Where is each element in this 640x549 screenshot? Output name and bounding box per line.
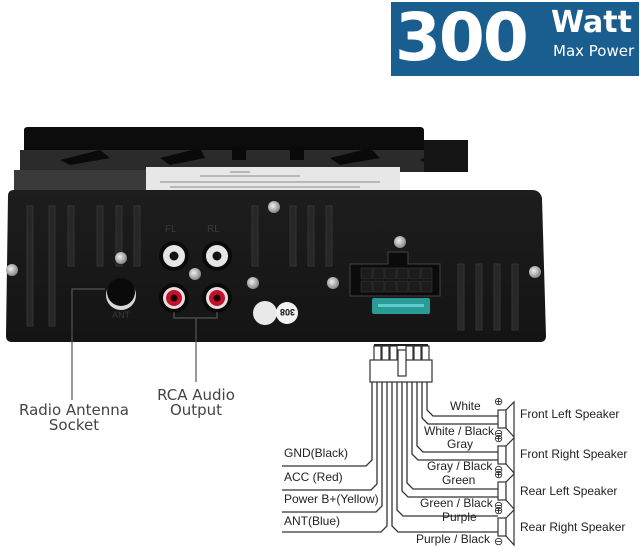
wire-label-gray-black: Gray / Black: [427, 459, 493, 473]
speaker-icon-rear-right: [497, 508, 515, 547]
wire-label-green: Green: [442, 473, 476, 487]
rear-panel: [6, 190, 546, 342]
screw-icon: [247, 277, 259, 289]
ant-label: ANT: [112, 310, 131, 320]
screw-icon: [394, 236, 406, 248]
plus-icon: ⊕: [494, 433, 504, 445]
screw-icon: [189, 268, 201, 280]
rl-label: RL: [207, 224, 220, 235]
speaker-icons: [497, 400, 515, 547]
harness-plug: [369, 345, 433, 383]
speaker-icon-front-left: [497, 400, 515, 439]
wire-purple: [396, 382, 498, 517]
minus-icon: ⊖: [494, 428, 504, 440]
wire-acc: [282, 382, 378, 491]
screw-icon: [268, 201, 280, 213]
speaker-label-front-left: Front Left Speaker: [520, 407, 620, 421]
wire-label-acc: ACC (Red): [284, 470, 343, 484]
screws: [6, 201, 541, 289]
rca-callout-line2: Output: [169, 401, 223, 419]
power-subtitle: Max Power: [553, 42, 635, 60]
rca-jack-fl-white: [159, 241, 189, 271]
speaker-icon-front-right: [497, 436, 515, 475]
harness-pins: [374, 344, 428, 346]
left-wire-lines: [282, 382, 498, 533]
wire-gray-black: [411, 382, 498, 461]
power-unit: Watt: [551, 5, 632, 40]
screw-icon: [327, 277, 339, 289]
plus-icon: ⊕: [494, 505, 504, 517]
rca-jacks: [159, 241, 232, 313]
qc-sticker: [253, 301, 277, 325]
chassis-side: [424, 140, 468, 172]
spec-sticker-text: [160, 171, 380, 188]
wire-green: [406, 382, 498, 490]
antenna-callout-line2: Socket: [48, 416, 100, 434]
wire-label-power: Power B+(Yellow): [284, 492, 379, 506]
rca-callout: RCA Audio Output: [148, 388, 244, 418]
wire-purple-black: [391, 382, 498, 533]
wire-label-ant: ANT(Blue): [284, 514, 341, 528]
screw-icon: [115, 252, 127, 264]
harness-socket: [349, 251, 441, 314]
wire-white: [426, 382, 498, 417]
wire-ant: [282, 382, 388, 533]
wire-green-black: [401, 382, 498, 498]
screw-icon: [6, 264, 18, 276]
antenna-socket: [106, 278, 136, 310]
speaker-label-rear-right: Rear Right Speaker: [520, 520, 626, 534]
rca-jack-fl-red: [159, 283, 189, 313]
rca-callout-line1: RCA Audio: [157, 386, 235, 404]
wire-label-purple: Purple: [442, 510, 477, 524]
power-badge: 300 Watt Max Power: [391, 0, 639, 76]
callout-lines: [71, 288, 218, 400]
power-number: 300: [395, 0, 529, 76]
wire-power: [282, 382, 383, 513]
wire-label-gnd: GND(Black): [284, 446, 349, 460]
wire-label-purple-black: Purple / Black: [416, 532, 491, 546]
rca-jack-rl-red: [202, 283, 232, 313]
chassis-ridge: [20, 150, 426, 172]
antenna-callout: Radio Antenna Socket: [14, 403, 134, 433]
plus-icon: ⊕: [494, 396, 504, 408]
plus-icon: ⊕: [494, 469, 504, 481]
wire-label-green-black: Green / Black: [420, 496, 493, 510]
wire-label-gray: Gray: [447, 437, 474, 451]
wire-label-white-black: White / Black: [424, 424, 495, 438]
model-sticker: [276, 302, 298, 324]
speaker-icon-rear-left: [497, 472, 515, 511]
wire-gnd: [282, 382, 373, 467]
radio-unit: FL RL ANT: [6, 127, 546, 342]
fl-label: FL: [165, 224, 177, 235]
speaker-label-rear-left: Rear Left Speaker: [520, 484, 618, 498]
minus-icon: ⊖: [494, 500, 504, 512]
wire-label-white: White: [450, 399, 481, 413]
speaker-label-front-right: Front Right Speaker: [520, 447, 628, 461]
minus-icon: ⊖: [494, 464, 504, 476]
wire-white-black: [421, 382, 498, 425]
wire-gray: [416, 382, 498, 453]
rca-jack-rl-white: [202, 241, 232, 271]
antenna-callout-line: [71, 288, 105, 400]
minus-icon: ⊖: [494, 536, 504, 548]
model-sticker-text: 308: [280, 307, 295, 317]
screw-icon: [529, 266, 541, 278]
vent-slots: [26, 205, 519, 331]
antenna-callout-line1: Radio Antenna: [18, 401, 129, 419]
